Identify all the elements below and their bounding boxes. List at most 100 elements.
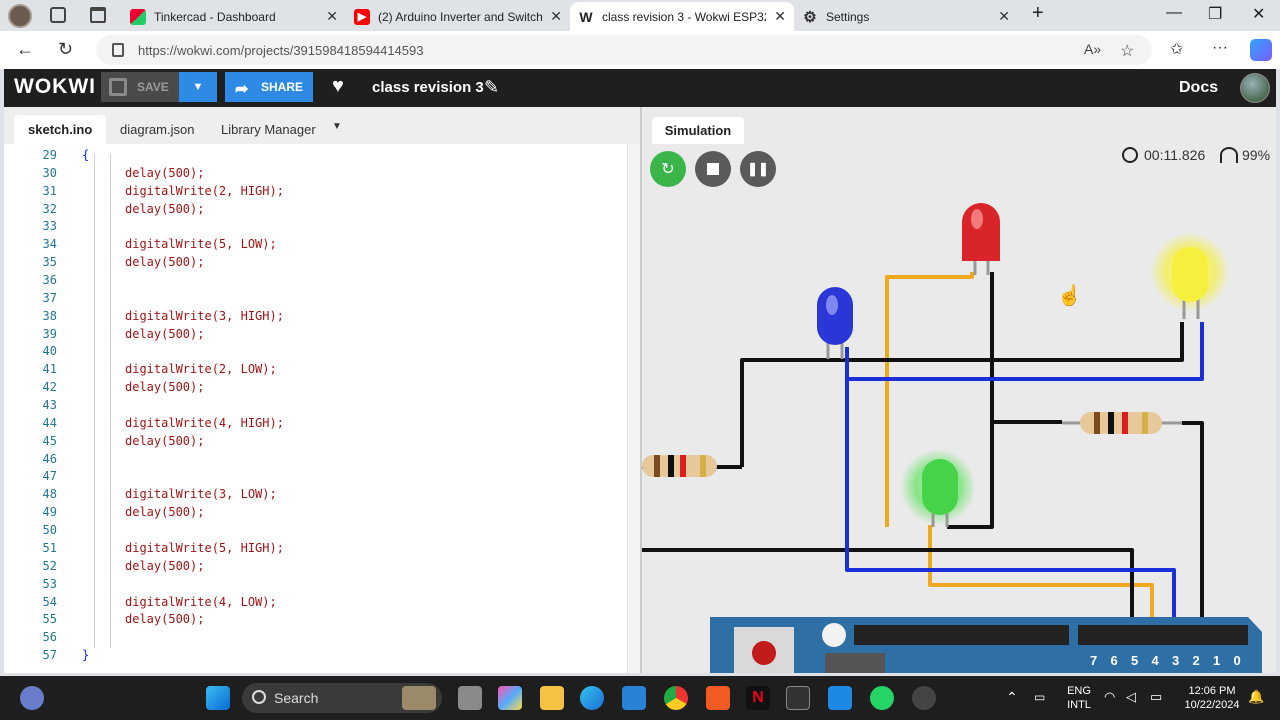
- restart-button[interactable]: ↻: [650, 151, 686, 187]
- tab-actions-icon[interactable]: [90, 7, 106, 23]
- resistor-right[interactable]: [1062, 412, 1182, 434]
- favorite-star-icon[interactable]: ☆: [1120, 43, 1135, 60]
- wifi-icon[interactable]: ◠: [1104, 689, 1116, 704]
- favorites-icon[interactable]: ✩: [1170, 41, 1184, 58]
- volume-icon[interactable]: ◁: [1126, 689, 1136, 704]
- editor-scrollbar[interactable]: [627, 144, 640, 673]
- tab-sketch-ino[interactable]: sketch.ino: [14, 115, 107, 144]
- new-tab-button[interactable]: +: [1032, 2, 1044, 24]
- store-icon[interactable]: [622, 686, 646, 710]
- more-options-icon[interactable]: ···: [1212, 39, 1228, 56]
- code-line[interactable]: 50: [4, 521, 624, 539]
- pause-button[interactable]: ❚❚: [740, 151, 776, 187]
- clock[interactable]: 12:06 PM 10/22/2024: [1184, 685, 1240, 711]
- file-explorer-icon[interactable]: [540, 686, 564, 710]
- arduino-board[interactable]: [710, 617, 1262, 673]
- save-dropdown-button[interactable]: ▼: [179, 72, 217, 102]
- copilot-app-icon[interactable]: [498, 686, 522, 710]
- netflix-icon[interactable]: N: [746, 686, 770, 710]
- code-line[interactable]: 37: [4, 289, 624, 307]
- windows-start-icon[interactable]: [206, 686, 230, 710]
- share-button[interactable]: ➦ SHARE: [225, 72, 313, 102]
- tab-library-manager[interactable]: Library Manager: [221, 122, 316, 137]
- code-line[interactable]: 46: [4, 450, 624, 468]
- stop-button[interactable]: [695, 151, 731, 187]
- chevron-down-icon[interactable]: ▼: [332, 121, 342, 132]
- whatsapp-icon[interactable]: [870, 686, 894, 710]
- terminal-icon[interactable]: [786, 686, 810, 710]
- project-title[interactable]: class revision 3: [372, 79, 484, 96]
- browser-tab-tinkercad[interactable]: Tinkercad - Dashboard ✕: [122, 2, 346, 31]
- close-tab-icon[interactable]: ✕: [998, 8, 1010, 24]
- browser-tab-wokwi[interactable]: W class revision 3 - Wokwi ESP32, STM32 …: [570, 2, 794, 31]
- code-line[interactable]: 36: [4, 271, 624, 289]
- led-green[interactable]: [900, 449, 976, 527]
- code-line[interactable]: 53: [4, 575, 624, 593]
- led-yellow[interactable]: [1150, 232, 1230, 319]
- weather-widget-icon[interactable]: [20, 686, 44, 710]
- copilot-icon[interactable]: [1250, 39, 1272, 61]
- code-line[interactable]: 40: [4, 342, 624, 360]
- user-avatar[interactable]: [1240, 73, 1270, 103]
- chevron-up-icon[interactable]: ⌃: [1006, 689, 1018, 705]
- code-line[interactable]: 33: [4, 217, 624, 235]
- close-window-icon[interactable]: ✕: [1252, 6, 1266, 23]
- browser-tab-settings[interactable]: ⚙ Settings ✕: [794, 2, 1018, 31]
- code-line[interactable]: 43: [4, 396, 624, 414]
- address-bar[interactable]: https://wokwi.com/projects/3915984185944…: [96, 35, 1152, 65]
- edge-browser-icon[interactable]: [580, 686, 604, 710]
- chrome-icon[interactable]: [664, 686, 688, 710]
- resistor-left[interactable]: [642, 455, 717, 477]
- keyboard-icon[interactable]: ▭: [1034, 690, 1046, 704]
- docs-link[interactable]: Docs: [1179, 79, 1219, 96]
- code-line[interactable]: 56: [4, 628, 624, 646]
- refresh-icon[interactable]: ↻: [58, 39, 74, 59]
- heart-icon[interactable]: ♥: [332, 75, 344, 97]
- restore-icon[interactable]: ❐: [1208, 6, 1223, 23]
- led-red[interactable]: [962, 203, 1000, 275]
- save-button[interactable]: SAVE: [101, 72, 179, 102]
- taskbar-search[interactable]: Search: [242, 683, 442, 713]
- task-view-icon[interactable]: [458, 686, 482, 710]
- brave-icon[interactable]: [706, 686, 730, 710]
- read-aloud-icon[interactable]: A»: [1084, 41, 1102, 57]
- workspaces-icon[interactable]: [50, 7, 66, 23]
- tab-simulation[interactable]: Simulation: [652, 117, 744, 144]
- notification-bell-icon[interactable]: 🔔: [1248, 689, 1265, 704]
- code-line[interactable]: 29{: [4, 146, 624, 164]
- code-line[interactable]: 47: [4, 467, 624, 485]
- code-line[interactable]: 57}: [4, 646, 624, 664]
- vscode-icon[interactable]: [828, 686, 852, 710]
- close-tab-icon[interactable]: ✕: [774, 8, 786, 24]
- screen-recorder-icon[interactable]: [912, 686, 936, 710]
- back-arrow-icon[interactable]: ←: [16, 39, 34, 59]
- minimize-icon[interactable]: —: [1166, 4, 1182, 21]
- close-tab-icon[interactable]: ✕: [550, 8, 562, 24]
- language-indicator[interactable]: ENG INTL: [1067, 685, 1091, 711]
- close-tab-icon[interactable]: ✕: [326, 8, 338, 24]
- pencil-icon[interactable]: ✎: [484, 77, 500, 97]
- battery-icon[interactable]: ▭: [1150, 689, 1163, 704]
- tab-diagram-json[interactable]: diagram.json: [120, 122, 195, 137]
- browser-tab-youtube[interactable]: ▶ (2) Arduino Inverter and Switching ✕: [346, 2, 570, 31]
- led-blue[interactable]: [817, 287, 853, 359]
